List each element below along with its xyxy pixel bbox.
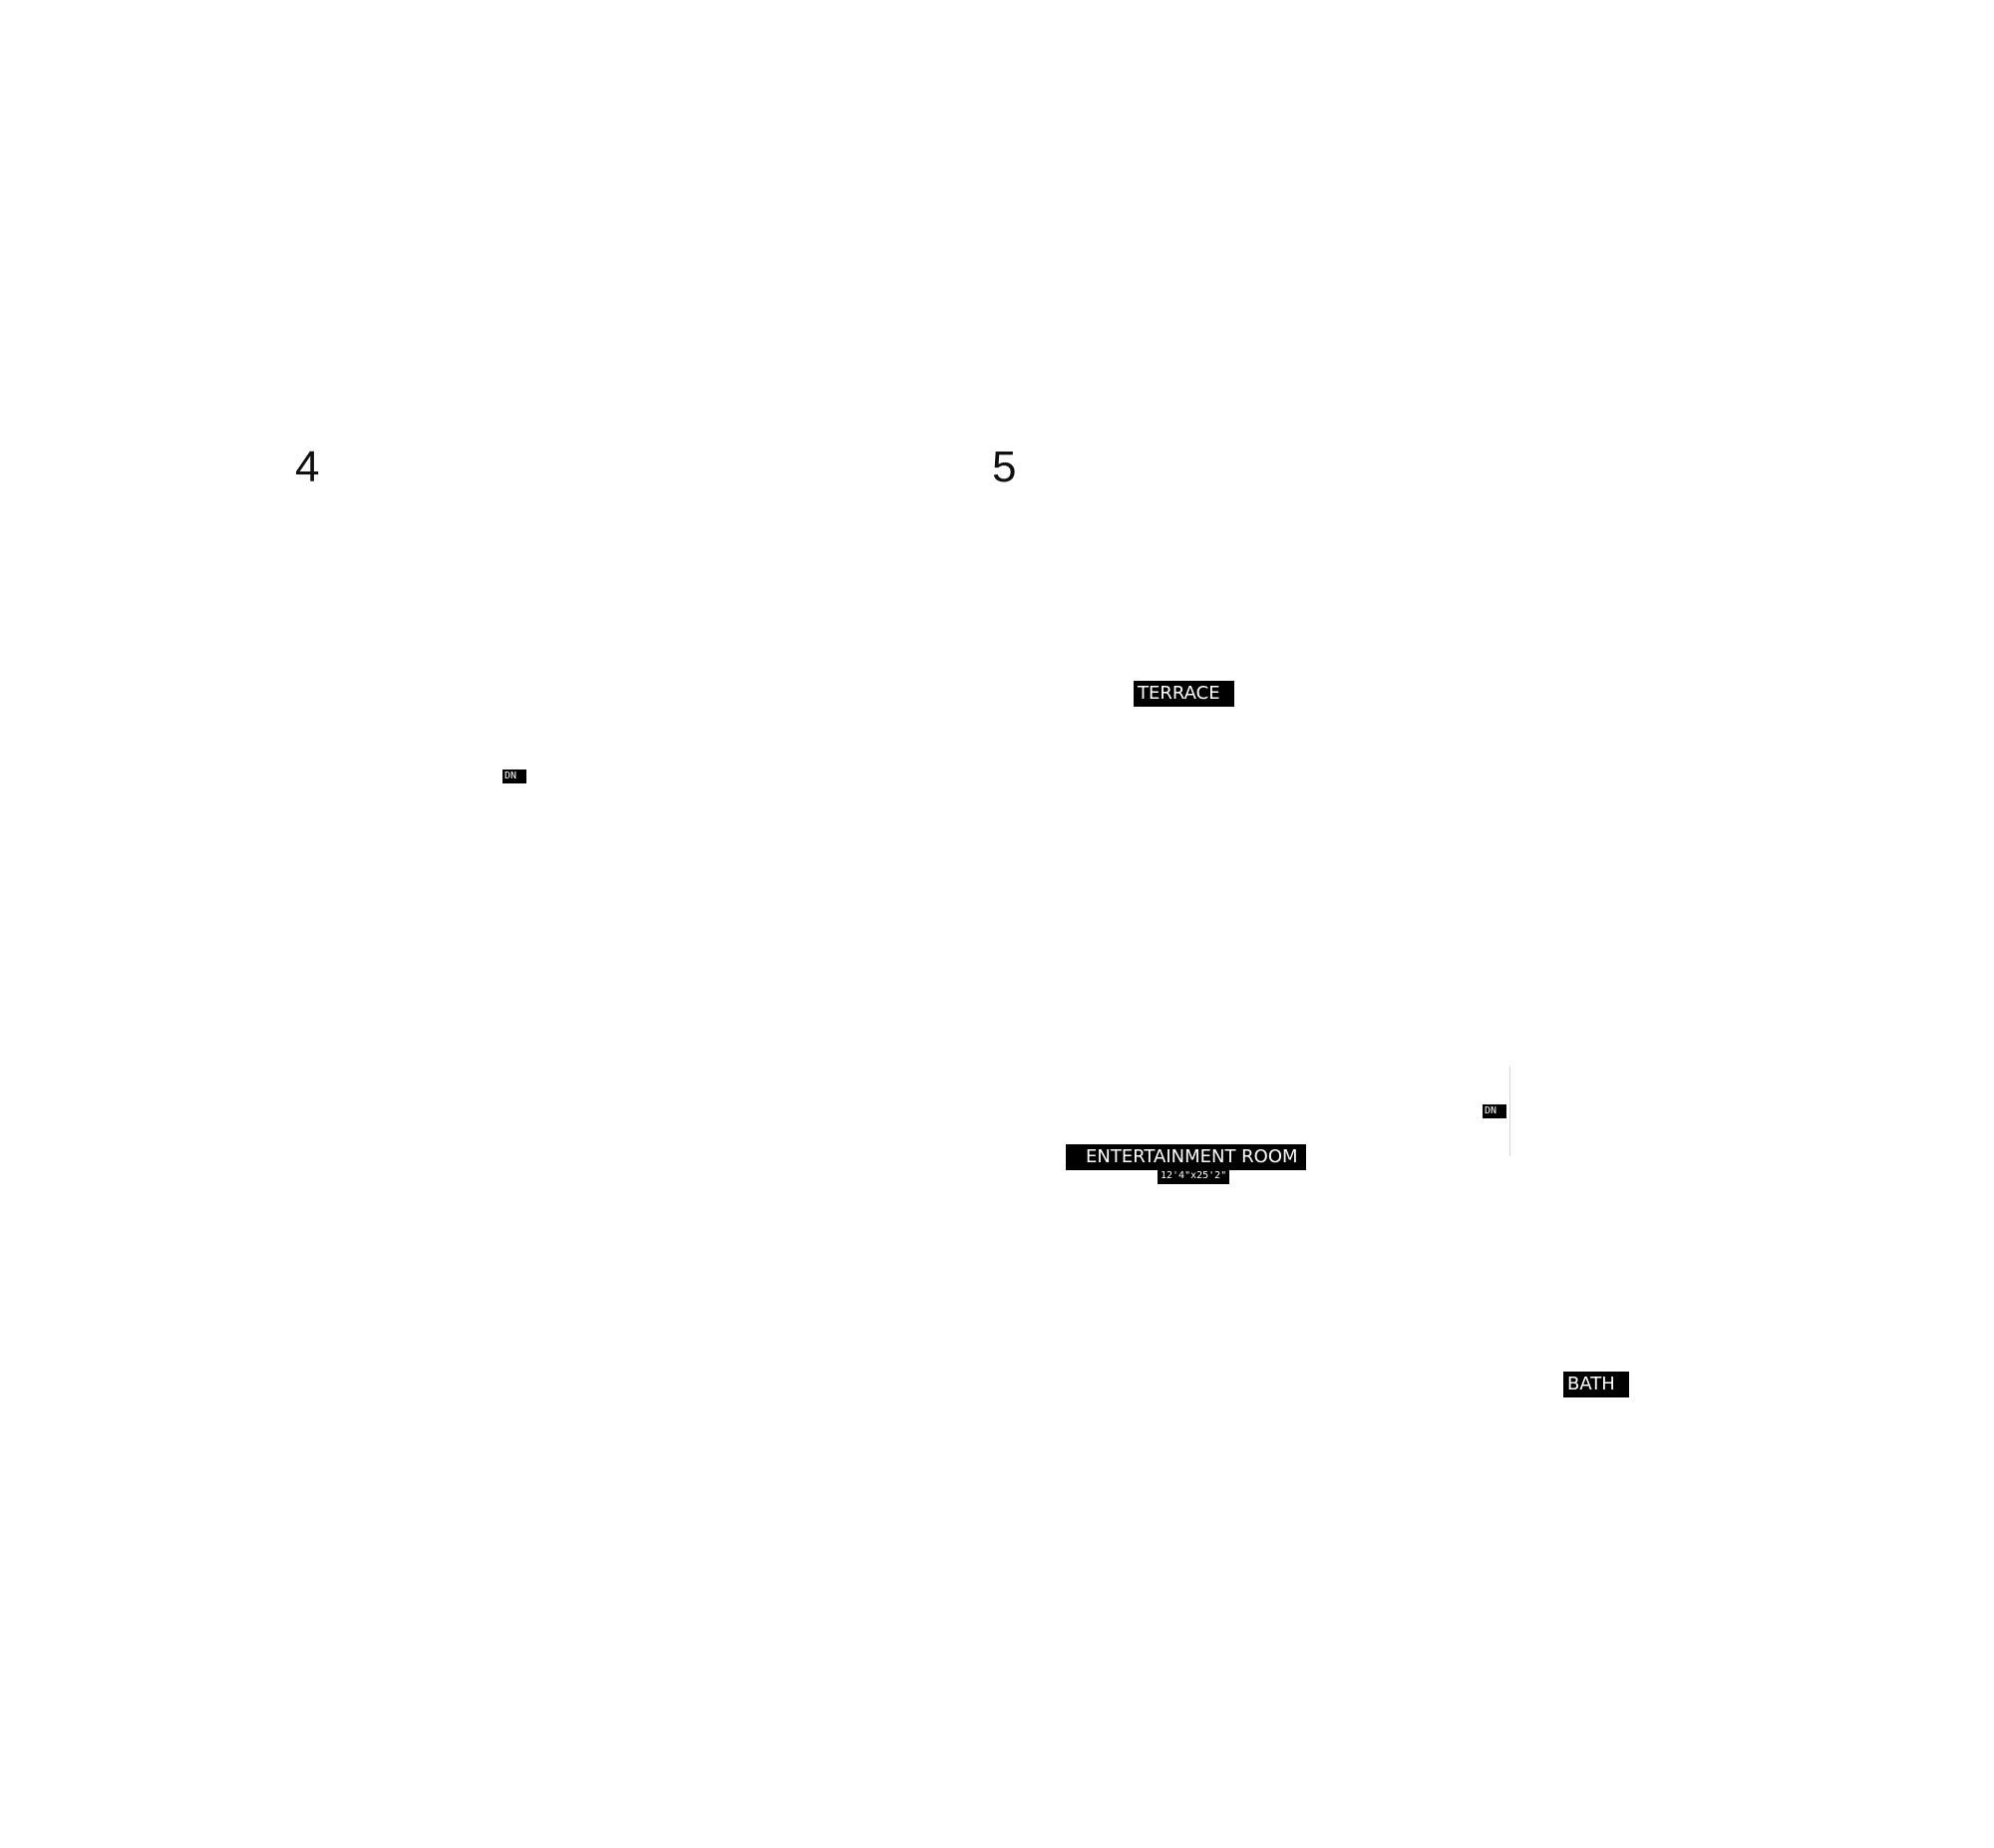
bath-label: BATH xyxy=(1563,1372,1629,1397)
level-5-number: 5 xyxy=(992,443,1017,491)
entertainment-room-dimensions: 12'4"x25'2" xyxy=(1158,1170,1230,1184)
entertainment-room-label: ENTERTAINMENT ROOM xyxy=(1066,1144,1306,1170)
level-4-number: 4 xyxy=(295,443,320,491)
stair-divider-line xyxy=(1509,1067,1510,1156)
level-5-stair-down-label: DN xyxy=(1483,1104,1507,1118)
level-4-stair-down-label: DN xyxy=(502,770,527,783)
terrace-label: TERRACE xyxy=(1134,681,1234,707)
